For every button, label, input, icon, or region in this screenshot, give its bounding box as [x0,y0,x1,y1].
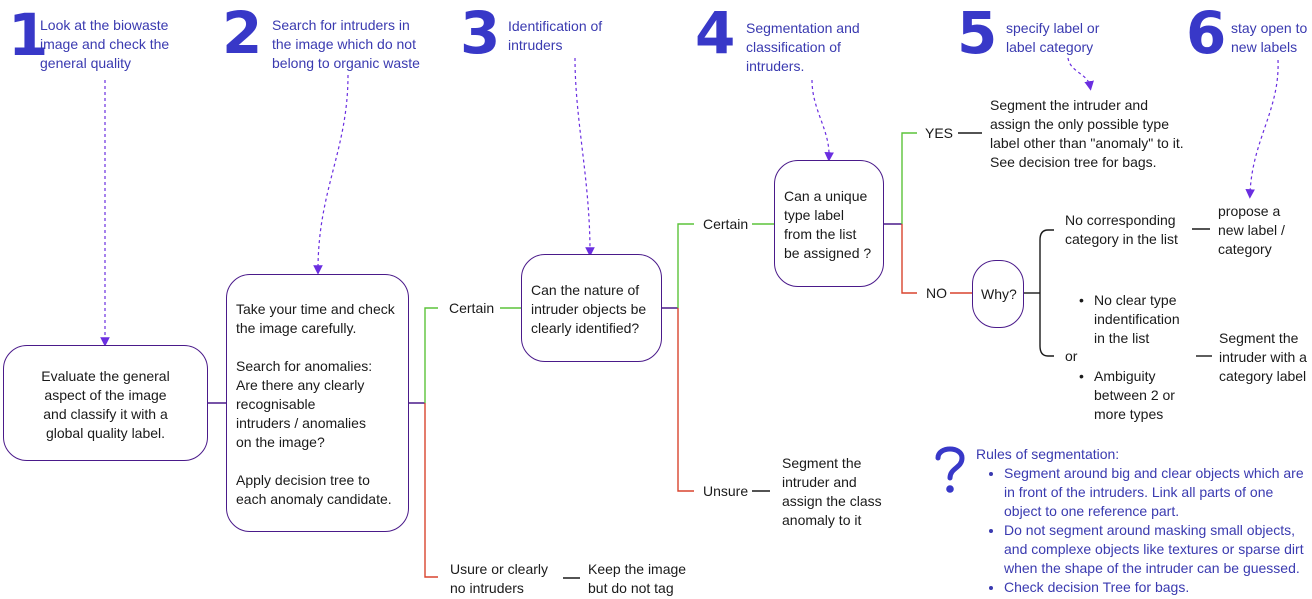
search-anomalies-box: Take your time and check the image caref… [226,274,409,532]
evaluate-box: Evaluate the general aspect of the image… [3,345,208,461]
certain-1-line [424,307,438,403]
question-mark-icon [932,442,968,496]
bullet-dot-1: • [1079,292,1084,308]
step3-arrow [574,57,595,257]
rule-item: Check decision Tree for bags. [1004,578,1306,597]
yes-label: YES [925,125,954,141]
step-1-text: Look at the biowaste image and check the… [40,17,170,71]
step-4-text: Segmentation and classification of intru… [746,20,860,74]
rules-of-segmentation: Rules of segmentation: Segment around bi… [976,445,1306,597]
why-branch-line [1039,229,1054,357]
no-line [901,224,917,294]
unique-label-question-box: Can a unique type label from the list be… [774,160,884,287]
unsure-2-label: Unsure [703,483,749,499]
keep-image-label: Keep the image but do not tag [588,561,687,596]
rule-item: Do not segment around masking small obje… [1004,521,1306,578]
certain-1-label: Certain [449,300,495,316]
no-clear-type-label: No clear type indentification in the lis… [1094,292,1180,346]
segment-yes-label: Segment the intruder and assign the only… [990,97,1184,170]
certain-2-line [677,223,694,308]
step2-arrow [313,74,349,275]
no-label: NO [926,285,947,301]
step6-arrow [1245,59,1279,199]
why-box: Why? [972,260,1024,328]
step4-arrow [811,79,834,162]
no-category-label: No corresponding category in the list [1065,212,1178,247]
step-5-number: 5 [957,0,998,67]
rule-item: Segment around big and clear objects whi… [1004,464,1306,521]
segment-category-label: Segment the intruder with a category lab… [1219,330,1307,384]
step-3-text: Identification of intruders [508,18,603,53]
step-6-number: 6 [1186,0,1227,67]
step-3-number: 3 [460,0,501,67]
bullet-dot-2: • [1079,368,1084,384]
unsure-none-label: Usure or clearly no intruders [450,561,549,596]
unsure-none-line [424,403,438,578]
rules-title: Rules of segmentation: [976,446,1120,462]
yes-line [901,132,917,224]
segment-anomaly-label: Segment the intruder and assign the clas… [782,455,882,528]
unsure-2-line [677,308,694,492]
or-label: or [1065,348,1078,364]
certain-2-label: Certain [703,216,749,232]
step-4-number: 4 [695,0,736,67]
step5-arrow [1067,57,1094,91]
ambiguity-label: Ambiguity between 2 or more types [1094,368,1175,422]
propose-label: propose a new label / category [1218,203,1285,257]
step-2-number: 2 [222,0,263,67]
step-5-text: specify label or label category [1006,20,1100,55]
step-6-text: stay open to new labels [1231,20,1308,55]
nature-question-box: Can the nature of intruder objects be cl… [521,254,662,362]
step-2-text: Search for intruders in the image which … [272,17,420,71]
step-1-number: 1 [8,1,49,69]
